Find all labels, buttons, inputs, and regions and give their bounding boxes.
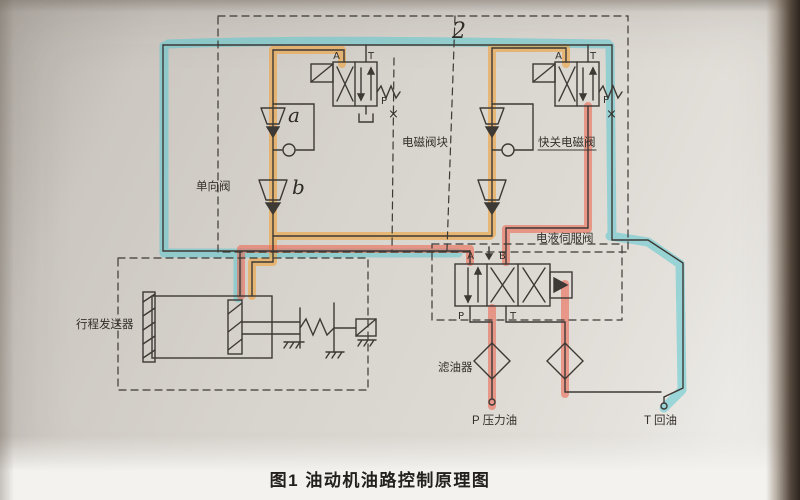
photo-top-shadow xyxy=(0,0,800,12)
label-check-valve: 单向阀 xyxy=(196,179,231,193)
spring-symbol xyxy=(299,317,335,337)
handwritten-letter-a: a xyxy=(288,103,300,127)
piston-rod xyxy=(241,321,301,335)
return-oil-lines xyxy=(162,44,684,410)
spring-symbol xyxy=(376,84,401,100)
label-oil-filter: 滤油器 xyxy=(438,360,473,374)
pilot-valve-symbol xyxy=(479,107,505,125)
figure-caption: 图1 油动机油路控制原理图 xyxy=(269,471,491,490)
valve-block-dashed-boundary xyxy=(217,15,629,253)
port-letters: A T P A T P A B P T xyxy=(333,51,609,322)
spring-symbol xyxy=(598,84,623,100)
check-valve-symbol xyxy=(282,143,296,157)
solenoid-coil-symbol xyxy=(310,63,334,83)
book-edge-shadow xyxy=(766,0,800,500)
left-pilot-column xyxy=(239,49,493,297)
pressure-port-symbol xyxy=(488,398,496,406)
return-port-symbol xyxy=(660,402,668,410)
servo-valve-dashed-boundary xyxy=(431,243,623,321)
bypass-line xyxy=(272,103,315,151)
port-left-valve-p: P xyxy=(381,96,387,107)
ink-linework xyxy=(117,15,684,410)
handwritten-letter-b: b xyxy=(292,175,305,199)
tank-symbol xyxy=(358,113,374,123)
torque-motor-symbol xyxy=(549,271,573,299)
photo-left-shadow xyxy=(0,0,14,500)
handwritten-number-2: 2 xyxy=(451,19,466,44)
label-servo-valve: 电液伺服阀 xyxy=(536,231,594,245)
right-solenoid-valve xyxy=(491,47,623,265)
port-servo-t: T xyxy=(509,311,517,322)
label-solenoid-valve-block: 电磁阀块 xyxy=(402,135,448,149)
handwritten-cross-right: × xyxy=(606,107,617,122)
dashed-enclosures xyxy=(117,15,629,391)
port-left-valve-a: A xyxy=(333,51,340,62)
pilot-valve-a-symbol xyxy=(260,107,286,125)
cylinder-body xyxy=(151,295,273,359)
servo-valve xyxy=(454,246,573,344)
orange-pilot-path-highlight xyxy=(248,44,570,300)
page-bottom-margin xyxy=(0,436,800,500)
port-left-valve-t: T xyxy=(367,51,375,62)
label-pressure-oil: P 压力油 xyxy=(472,413,517,427)
port-servo-b: B xyxy=(499,251,506,262)
port-servo-a: A xyxy=(467,251,474,262)
bypass-line xyxy=(491,103,534,151)
label-quick-close-solenoid-valve: 快关电磁阀 xyxy=(538,135,596,149)
pilot-valve-b-symbol xyxy=(258,179,288,201)
middle-pilot-column xyxy=(477,47,534,237)
left-solenoid-valve xyxy=(272,49,401,123)
pilot-valve-symbol xyxy=(477,179,507,201)
dashed-divider-right xyxy=(446,15,456,251)
handwritten-cross-left: × xyxy=(388,107,399,122)
dashed-divider-left xyxy=(391,57,395,251)
feedback-linkage-box xyxy=(355,318,377,337)
handwritten-annotations: 2 a b × × xyxy=(288,19,617,199)
ground-hatch xyxy=(357,339,377,347)
port-right-valve-a: A xyxy=(555,51,562,62)
check-valve-symbol xyxy=(501,143,515,157)
label-return-oil: T 回油 xyxy=(644,413,677,427)
printed-labels: 电磁阀块 快关电磁阀 单向阀 电液伺服阀 行程发送器 滤油器 P 压力油 T 回… xyxy=(76,135,677,427)
label-stroke-transmitter: 行程发送器 xyxy=(76,317,134,331)
hydraulic-cylinder-assembly xyxy=(142,291,377,363)
piston xyxy=(227,299,243,355)
ground-hatch xyxy=(325,351,345,359)
solenoid-coil-symbol xyxy=(532,63,556,83)
port-right-valve-t: T xyxy=(589,51,597,62)
port-right-valve-p: P xyxy=(603,95,609,106)
oil-filters xyxy=(473,342,662,406)
port-servo-p: P xyxy=(458,311,464,322)
ground-hatch xyxy=(283,341,305,349)
actuator-dashed-boundary xyxy=(117,257,369,391)
